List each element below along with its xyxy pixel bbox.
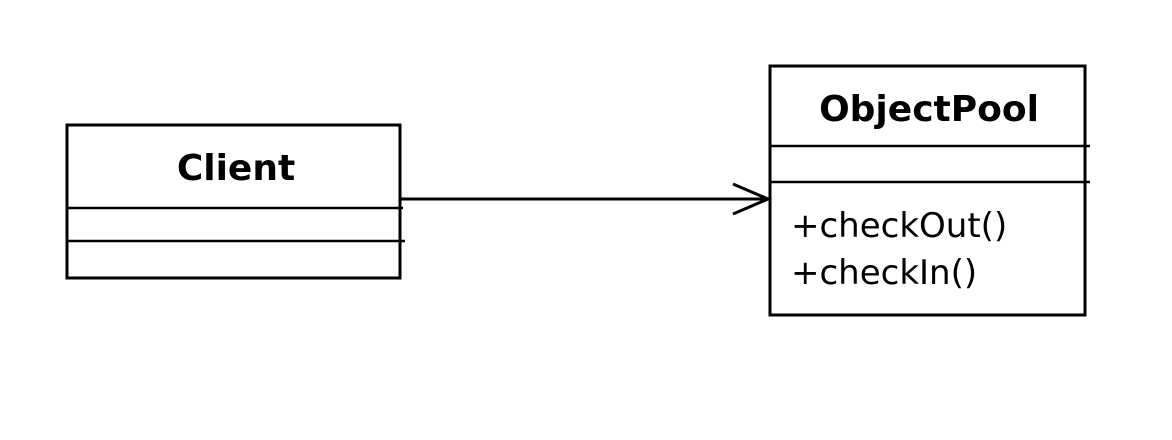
class-client-box (65, 123, 402, 280)
association-client-objectpool (400, 182, 772, 216)
operation-checkin: +checkIn() (791, 253, 977, 293)
class-client: Client (65, 123, 405, 280)
class-client-name: Client (177, 148, 295, 189)
class-objectpool-name: ObjectPool (819, 89, 1039, 130)
open-arrowhead (732, 182, 772, 216)
operation-checkout: +checkOut() (791, 206, 1007, 246)
class-objectpool-box (768, 64, 1087, 317)
class-objectpool: ObjectPool +checkOut() +checkIn() (768, 64, 1090, 317)
